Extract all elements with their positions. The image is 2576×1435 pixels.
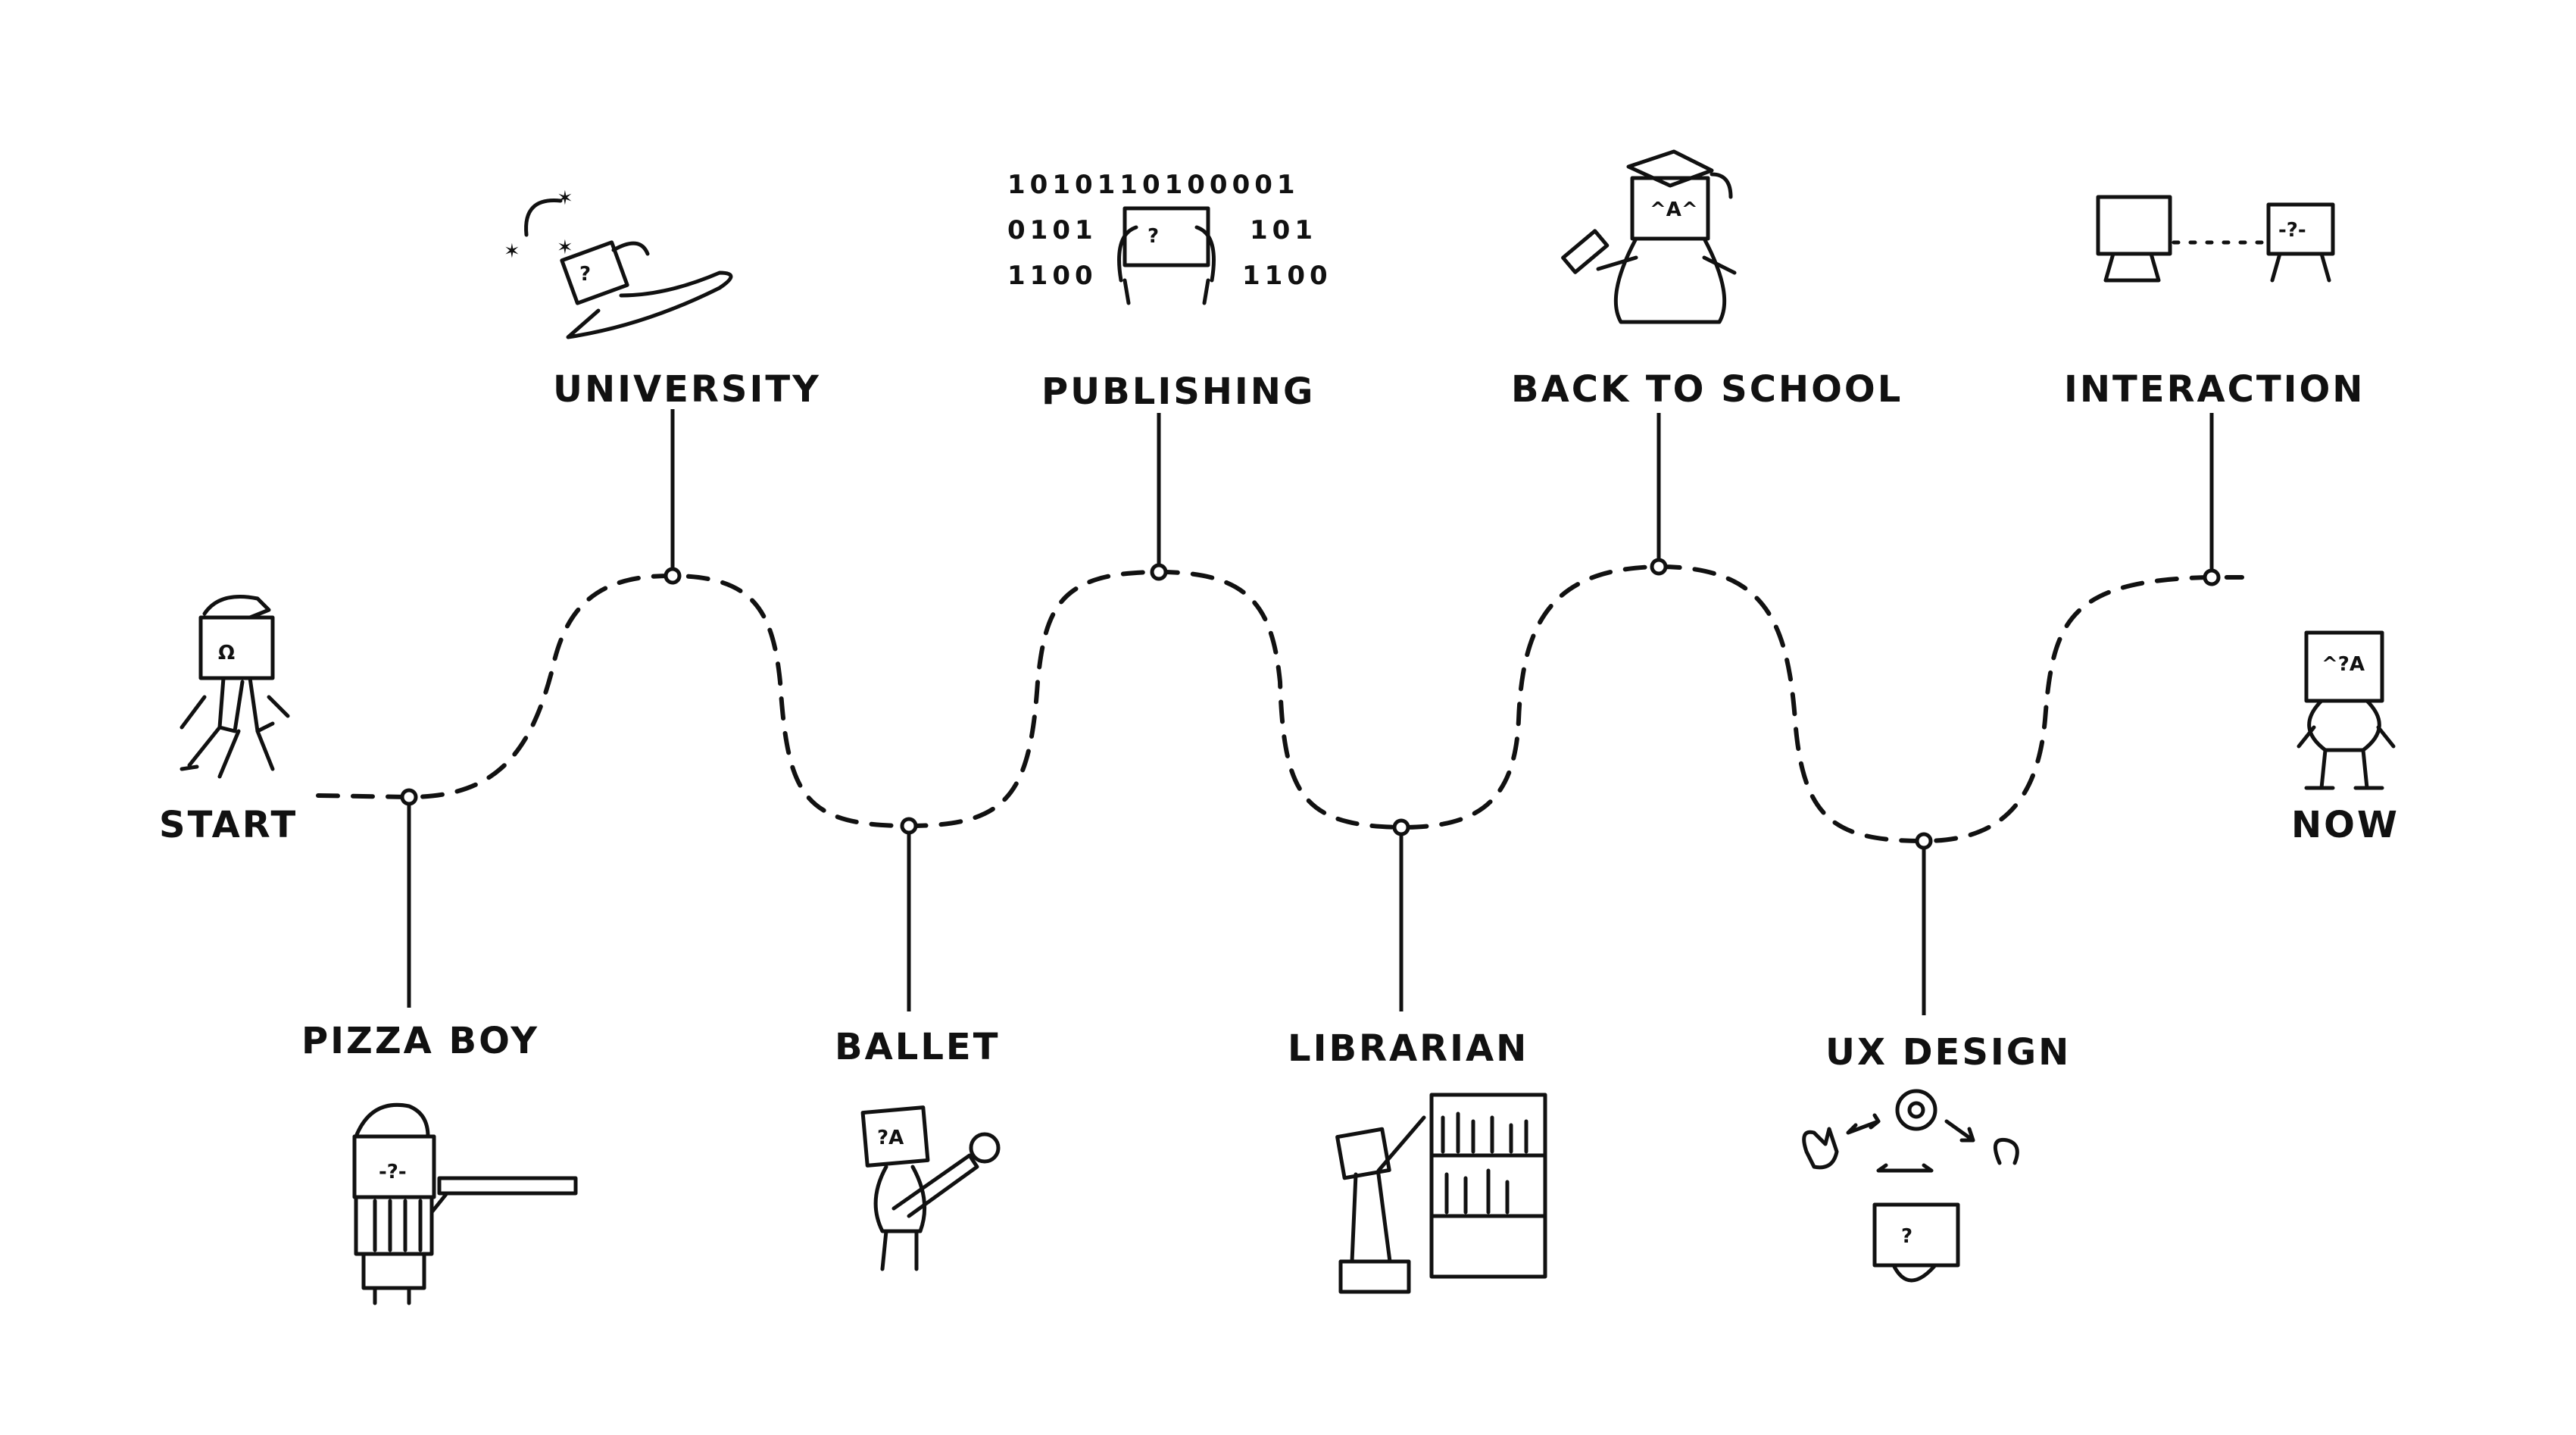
computer-interaction-icon: -?- <box>2096 195 2335 283</box>
binary-row-2-right: 101 <box>1250 215 1317 245</box>
svg-text:-?-: -?- <box>379 1161 407 1183</box>
svg-text:?: ? <box>1147 225 1159 248</box>
stem-ux-design <box>1915 832 1933 1015</box>
ballet-character-icon: ?A <box>860 1105 1001 1271</box>
label-now: NOW <box>2291 804 2400 846</box>
svg-text:?: ? <box>1901 1225 1912 1248</box>
binary-row-3-left: 1100 <box>1007 261 1098 291</box>
stem-pizza-boy <box>400 788 418 1008</box>
svg-text:?: ? <box>579 263 591 286</box>
label-ux-design: UX DESIGN <box>1825 1031 2071 1074</box>
svg-text:✶: ✶ <box>504 240 520 263</box>
stem-university <box>664 409 682 585</box>
label-start: START <box>159 804 298 846</box>
label-librarian: LIBRARIAN <box>1288 1027 1528 1070</box>
stem-interaction <box>2203 413 2221 586</box>
svg-text:?A: ?A <box>877 1127 904 1149</box>
stem-back-to-school <box>1650 413 1668 576</box>
svg-text:-?-: -?- <box>2278 219 2306 242</box>
pizza-delivery-character-icon: -?- <box>352 1102 578 1305</box>
dizzy-character-icon: ✶ ✶ ✶ ? <box>504 187 733 339</box>
binary-row-2-left: 0101 <box>1007 215 1098 245</box>
graduate-character-icon: ^A^ <box>1561 149 1737 324</box>
svg-text:✶: ✶ <box>557 187 573 210</box>
label-interaction: INTERACTION <box>2064 368 2365 411</box>
binary-data-character-icon: 1010110100001 0101 101 1100 1100 ? <box>1007 170 1332 305</box>
svg-text:Ω: Ω <box>218 642 235 664</box>
svg-text:^?A: ^?A <box>2322 653 2365 676</box>
label-back-to-school: BACK TO SCHOOL <box>1511 368 1903 411</box>
ux-flow-character-icon: ? <box>1802 1089 2019 1283</box>
stem-ballet <box>900 817 918 1011</box>
stem-librarian <box>1392 818 1410 1011</box>
svg-text:^A^: ^A^ <box>1650 199 1698 221</box>
stem-publishing <box>1150 413 1168 581</box>
walking-character-icon: Ω <box>180 595 290 779</box>
svg-text:✶: ✶ <box>557 236 573 259</box>
label-pizza-boy: PIZZA BOY <box>301 1020 539 1062</box>
binary-row-1: 1010110100001 <box>1007 170 1300 200</box>
label-publishing: PUBLISHING <box>1041 370 1315 413</box>
bookshelf-character-icon <box>1335 1093 1547 1294</box>
label-university: UNIVERSITY <box>553 368 821 411</box>
career-path <box>316 564 2244 844</box>
label-ballet: BALLET <box>835 1026 1000 1068</box>
binary-row-3-right: 1100 <box>1242 261 1332 291</box>
happy-character-icon: ^?A <box>2297 630 2396 790</box>
